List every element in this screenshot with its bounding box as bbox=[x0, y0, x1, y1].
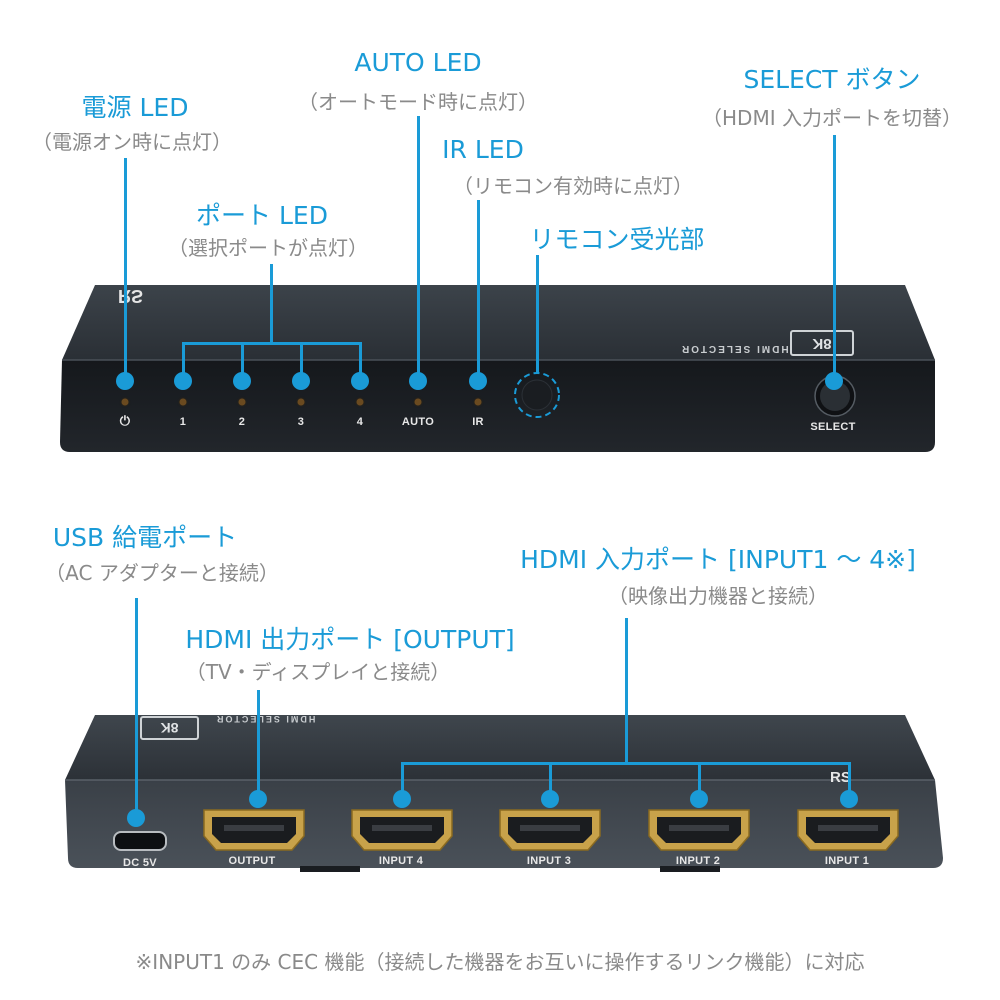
line-output bbox=[257, 690, 260, 798]
line-ir-receiver bbox=[536, 255, 539, 373]
led-label-ir: IR bbox=[472, 416, 484, 428]
dot-port-4 bbox=[351, 372, 369, 390]
hdmi-input-2-port[interactable] bbox=[647, 808, 751, 852]
brand-logo: RS bbox=[118, 286, 143, 306]
led-label-auto: AUTO bbox=[401, 416, 435, 428]
select-button-sub: （HDMI 入力ポートを切替） bbox=[702, 106, 962, 130]
port-label-input3: INPUT 3 bbox=[526, 855, 572, 867]
port-led-sub: （選択ポートが点灯） bbox=[168, 236, 368, 260]
port-led-1 bbox=[179, 398, 187, 406]
line-input bbox=[625, 618, 628, 764]
line-power bbox=[124, 158, 127, 380]
usb-power-title: USB 給電ポート bbox=[52, 523, 238, 552]
usb-power-port[interactable] bbox=[113, 831, 167, 851]
svg-text:RS: RS bbox=[830, 769, 851, 786]
line-select bbox=[833, 135, 836, 380]
power-symbol: ⏻ bbox=[119, 413, 131, 428]
port-led-4 bbox=[356, 398, 364, 406]
hdmi-output-port[interactable] bbox=[202, 808, 306, 852]
dot-port-1 bbox=[174, 372, 192, 390]
port-label-input4: INPUT 4 bbox=[378, 855, 424, 867]
hdmi-input-title: HDMI 入力ポート [INPUT1 ～ 4※] bbox=[520, 545, 916, 574]
model-text-rear: HDMI SELECTOR bbox=[215, 714, 316, 724]
ir-led bbox=[474, 398, 482, 406]
dot-port-2 bbox=[233, 372, 251, 390]
dot-input-1 bbox=[840, 790, 858, 808]
dot-select bbox=[825, 372, 843, 390]
line-input-h bbox=[401, 762, 851, 765]
hdmi-input-4-port[interactable] bbox=[350, 808, 454, 852]
model-text-front: HDMI SELECTOR bbox=[680, 343, 789, 354]
dot-auto bbox=[409, 372, 427, 390]
ir-receiver bbox=[522, 380, 552, 410]
line-auto bbox=[417, 116, 420, 380]
auto-led-sub: （オートモード時に点灯） bbox=[298, 90, 538, 114]
auto-led bbox=[414, 398, 422, 406]
svg-text:RS: RS bbox=[118, 286, 143, 306]
power-led-title: 電源 LED bbox=[81, 93, 189, 122]
port-led-2 bbox=[238, 398, 246, 406]
dot-output bbox=[249, 790, 267, 808]
dot-port-3 bbox=[292, 372, 310, 390]
hdmi-input-sub: （映像出力機器と接続） bbox=[608, 584, 828, 608]
ir-receiver-title: リモコン受光部 bbox=[529, 225, 705, 254]
port-label-output: OUTPUT bbox=[228, 855, 276, 867]
ir-led-sub: （リモコン有効時に点灯） bbox=[453, 174, 693, 198]
dot-input-4 bbox=[393, 790, 411, 808]
line-ir bbox=[477, 200, 480, 380]
select-button-title: SELECT ボタン bbox=[743, 65, 921, 94]
power-led-sub: （電源オン時に点灯） bbox=[32, 130, 232, 154]
badge-8k-rear: 8K bbox=[140, 716, 199, 740]
port-label-input1: INPUT 1 bbox=[824, 855, 870, 867]
badge-8k-front: 8K bbox=[790, 330, 854, 356]
line-port-led bbox=[270, 264, 273, 344]
select-label: SELECT bbox=[810, 421, 856, 433]
usb-power-sub: （AC アダプターと接続） bbox=[45, 561, 279, 585]
port-led-3 bbox=[297, 398, 305, 406]
line-port-led-h bbox=[182, 342, 362, 345]
dot-input-3 bbox=[541, 790, 559, 808]
hdmi-output-title: HDMI 出力ポート [OUTPUT] bbox=[185, 625, 515, 654]
dot-power bbox=[116, 372, 134, 390]
ir-led-title: IR LED bbox=[442, 135, 524, 164]
power-led bbox=[121, 398, 129, 406]
port-label-input2: INPUT 2 bbox=[675, 855, 721, 867]
dot-input-2 bbox=[690, 790, 708, 808]
front-device: RS bbox=[60, 285, 935, 452]
led-label-3: 3 bbox=[297, 416, 305, 428]
led-label-2: 2 bbox=[238, 416, 246, 428]
dot-ir bbox=[469, 372, 487, 390]
hdmi-input-3-port[interactable] bbox=[498, 808, 602, 852]
led-label-4: 4 bbox=[356, 416, 364, 428]
led-label-1: 1 bbox=[179, 416, 187, 428]
line-usb bbox=[135, 598, 138, 818]
footnote: ※INPUT1 のみ CEC 機能（接続した機器をお互いに操作するリンク機能）に… bbox=[135, 950, 865, 974]
dot-usb bbox=[127, 809, 145, 827]
hdmi-input-1-port[interactable] bbox=[796, 808, 900, 852]
dc-label: DC 5V bbox=[123, 857, 157, 869]
hdmi-output-sub: （TV・ディスプレイと接続） bbox=[185, 660, 451, 684]
auto-led-title: AUTO LED bbox=[354, 48, 482, 77]
port-led-title: ポート LED bbox=[196, 201, 328, 230]
